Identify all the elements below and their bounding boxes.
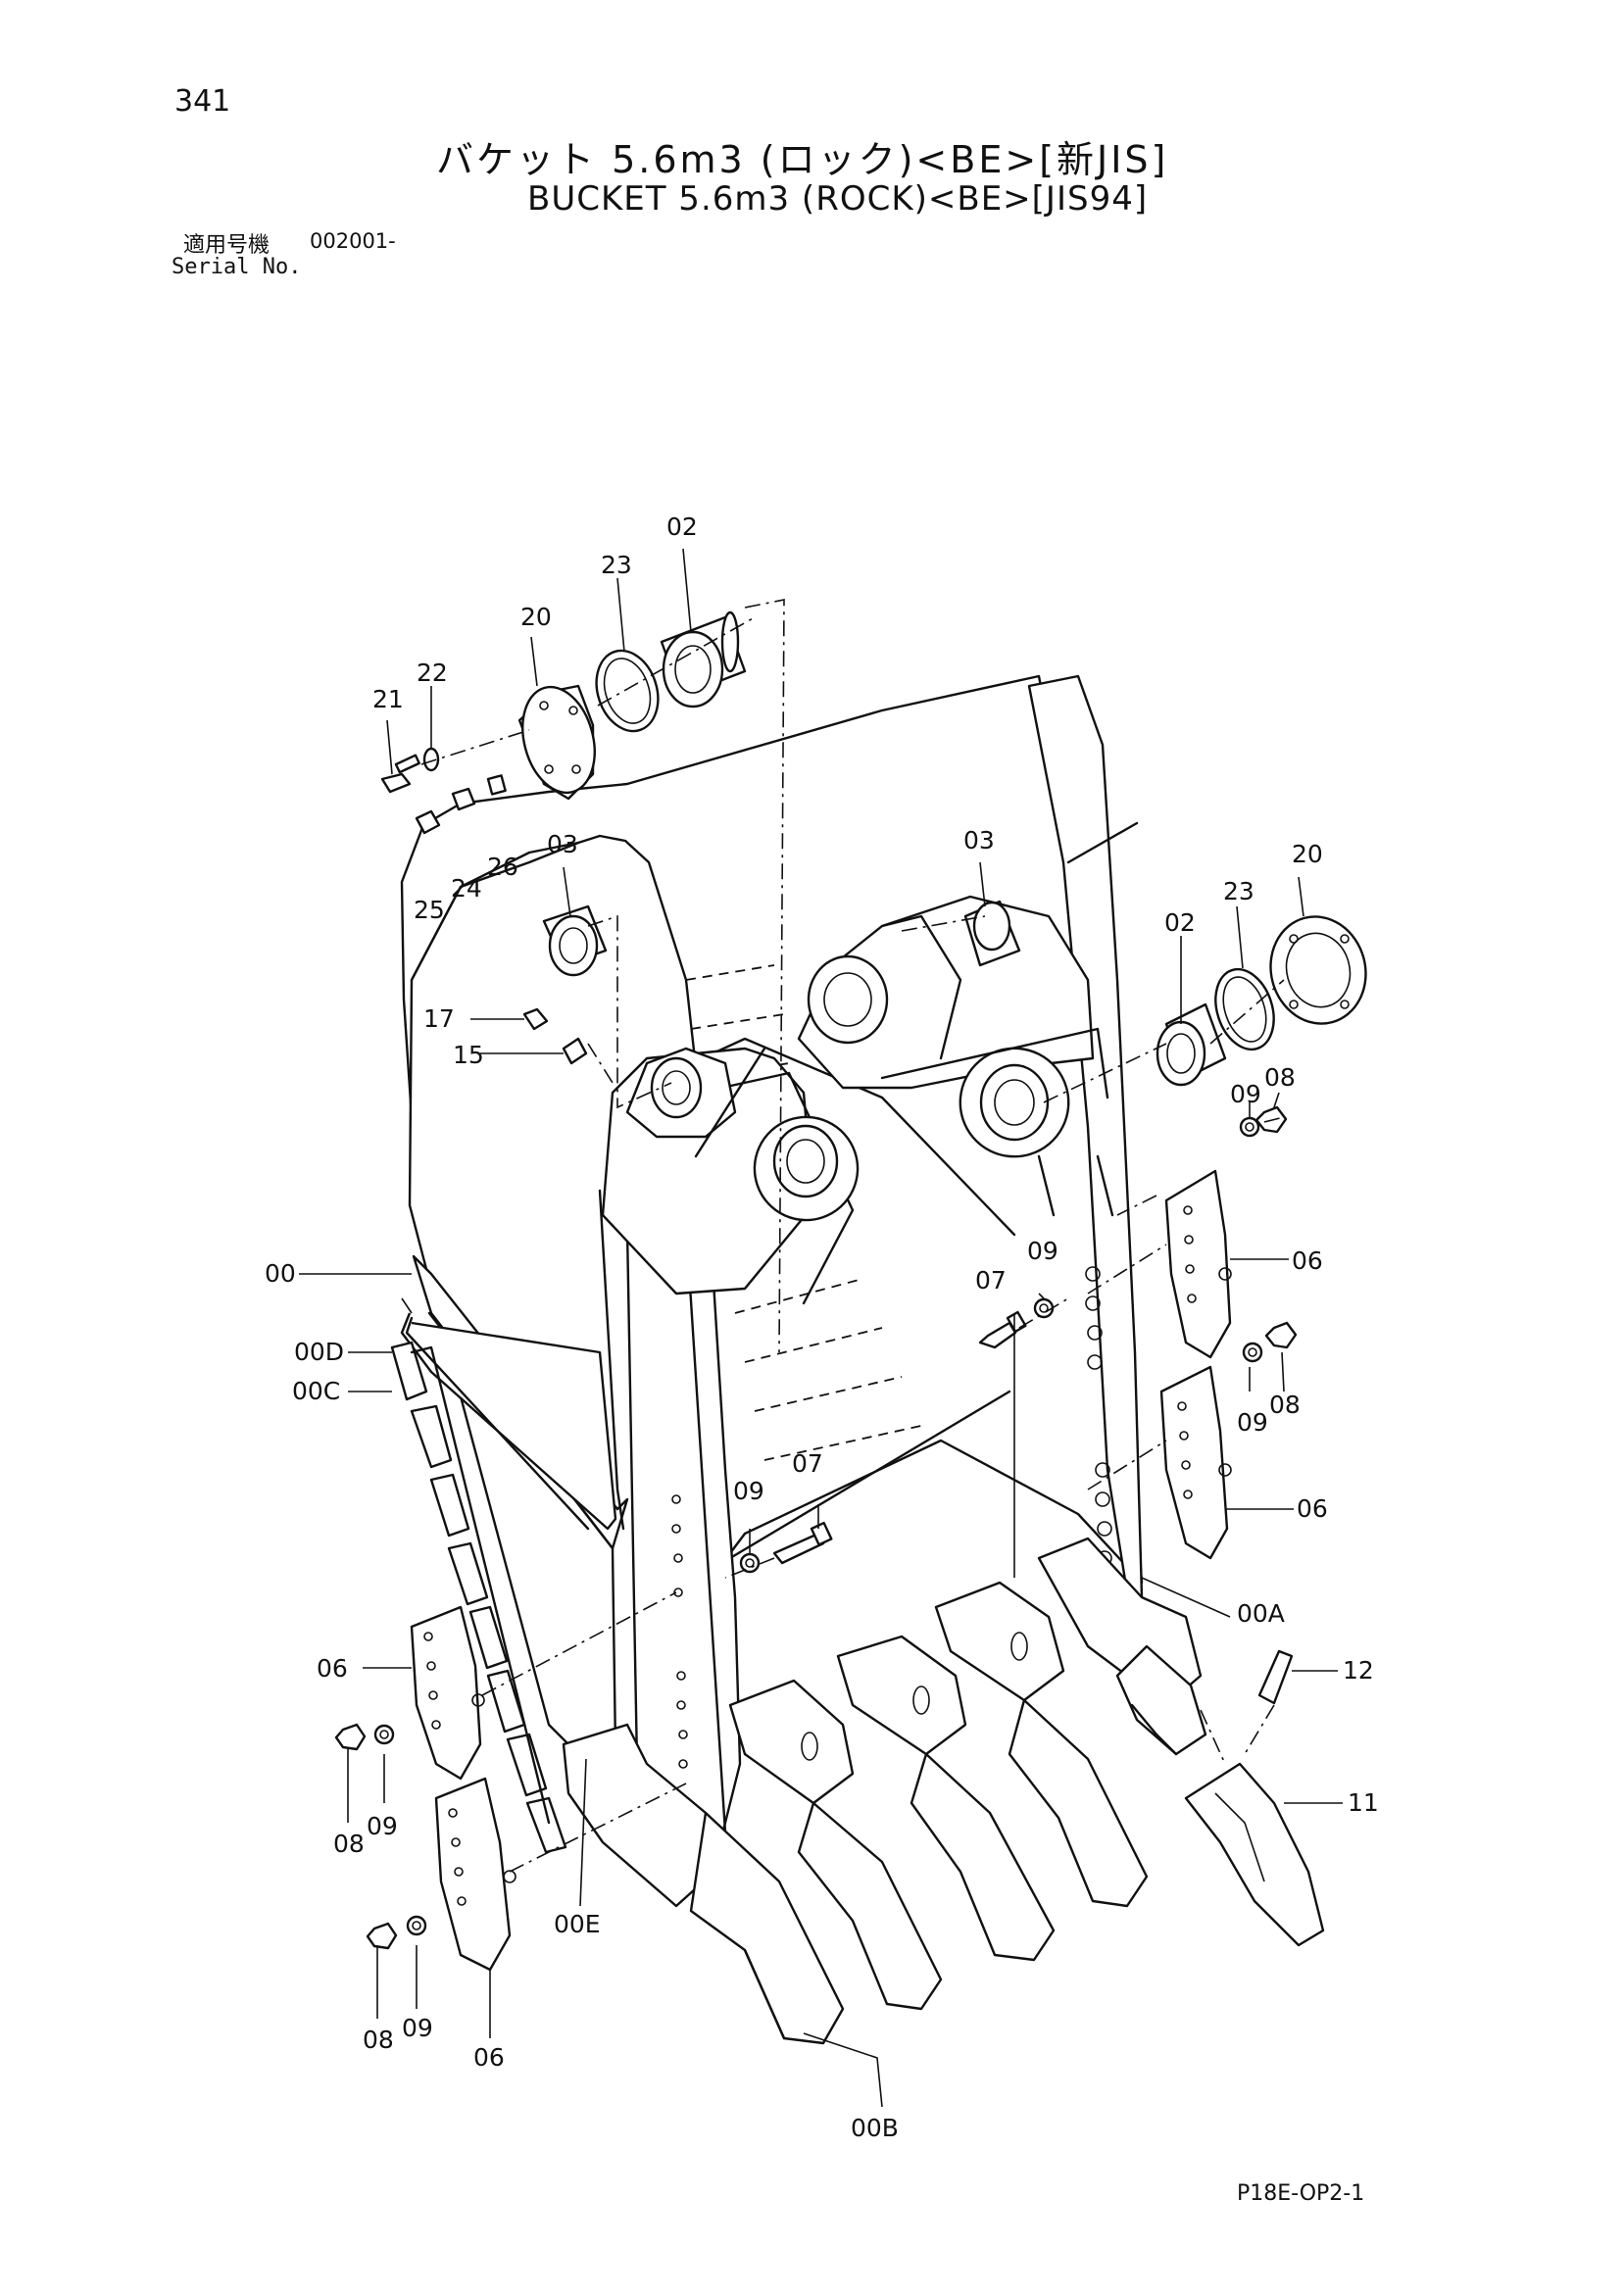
callout-00C: 00C bbox=[292, 1377, 340, 1405]
bucket-back-plate bbox=[400, 1312, 617, 1531]
side-cutter-segments bbox=[390, 1341, 567, 1854]
callout-09-lower-left: 09 bbox=[402, 2014, 433, 2042]
callout-00A: 00A bbox=[1237, 1599, 1285, 1628]
callout-07-upper: 07 bbox=[975, 1266, 1007, 1295]
pin-hardware bbox=[334, 611, 1367, 1950]
callout-09-right: 09 bbox=[1237, 1408, 1268, 1437]
callout-02-right: 02 bbox=[1164, 908, 1196, 937]
callout-03-left: 03 bbox=[547, 830, 578, 858]
title-english: BUCKET 5.6m3 (ROCK)<BE>[JIS94] bbox=[527, 179, 1149, 219]
serial-number-range: 002001- bbox=[310, 229, 396, 253]
callout-06-upper-right: 06 bbox=[1292, 1246, 1323, 1275]
bucket-teeth bbox=[562, 1537, 1325, 2045]
callout-07-lower: 07 bbox=[792, 1449, 823, 1478]
callout-00B: 00B bbox=[851, 2114, 899, 2142]
callout-03-right: 03 bbox=[963, 826, 995, 855]
callout-21: 21 bbox=[372, 685, 404, 713]
serial-label-japanese: 適用号機 bbox=[183, 233, 270, 258]
title-japanese: バケット 5.6m3 (ロック)<BE>[新JIS] bbox=[436, 138, 1169, 181]
callout-00E: 00E bbox=[554, 1910, 601, 1938]
callout-11: 11 bbox=[1348, 1788, 1379, 1817]
callout-24: 24 bbox=[451, 874, 482, 903]
callout-26: 26 bbox=[487, 853, 518, 881]
callout-09-lower: 09 bbox=[733, 1477, 764, 1505]
callout-12: 12 bbox=[1343, 1656, 1374, 1685]
serial-label-english: Serial No. bbox=[172, 255, 302, 279]
callout-09-upper-right: 09 bbox=[1230, 1080, 1261, 1108]
callout-08-left: 08 bbox=[333, 1830, 365, 1858]
assembly-centerlines bbox=[420, 599, 1285, 1873]
callout-17: 17 bbox=[423, 1004, 455, 1033]
callout-00D: 00D bbox=[294, 1338, 344, 1366]
callout-22: 22 bbox=[417, 659, 448, 687]
bucket-body bbox=[400, 674, 1144, 1844]
callout-23-right: 23 bbox=[1223, 877, 1254, 905]
callout-25: 25 bbox=[414, 896, 445, 924]
callout-06-lower-right: 06 bbox=[1297, 1494, 1328, 1523]
callout-08-right: 08 bbox=[1269, 1391, 1301, 1419]
callout-02-top: 02 bbox=[666, 513, 698, 541]
callout-06-left-middle: 06 bbox=[317, 1654, 348, 1683]
callout-20-top: 20 bbox=[520, 603, 552, 631]
page-code: P18E-OP2-1 bbox=[1237, 2181, 1365, 2206]
callout-15: 15 bbox=[453, 1041, 484, 1069]
callout-23-top: 23 bbox=[601, 551, 632, 579]
callout-09-center: 09 bbox=[1027, 1237, 1058, 1265]
callout-09-left: 09 bbox=[367, 1812, 398, 1840]
callout-08-upper-right: 08 bbox=[1264, 1063, 1296, 1092]
leader-lines bbox=[299, 548, 1343, 2108]
callout-00: 00 bbox=[265, 1259, 296, 1288]
callout-08-lower-left: 08 bbox=[363, 2026, 394, 2054]
side-shroud-parts bbox=[410, 1169, 1232, 1972]
callout-06-lower-left: 06 bbox=[473, 2043, 505, 2072]
part-callouts: 02 23 20 22 21 03 26 24 25 03 20 23 02 1… bbox=[265, 513, 1379, 2142]
callout-20-right: 20 bbox=[1292, 840, 1323, 868]
page-number: 341 bbox=[174, 84, 231, 119]
